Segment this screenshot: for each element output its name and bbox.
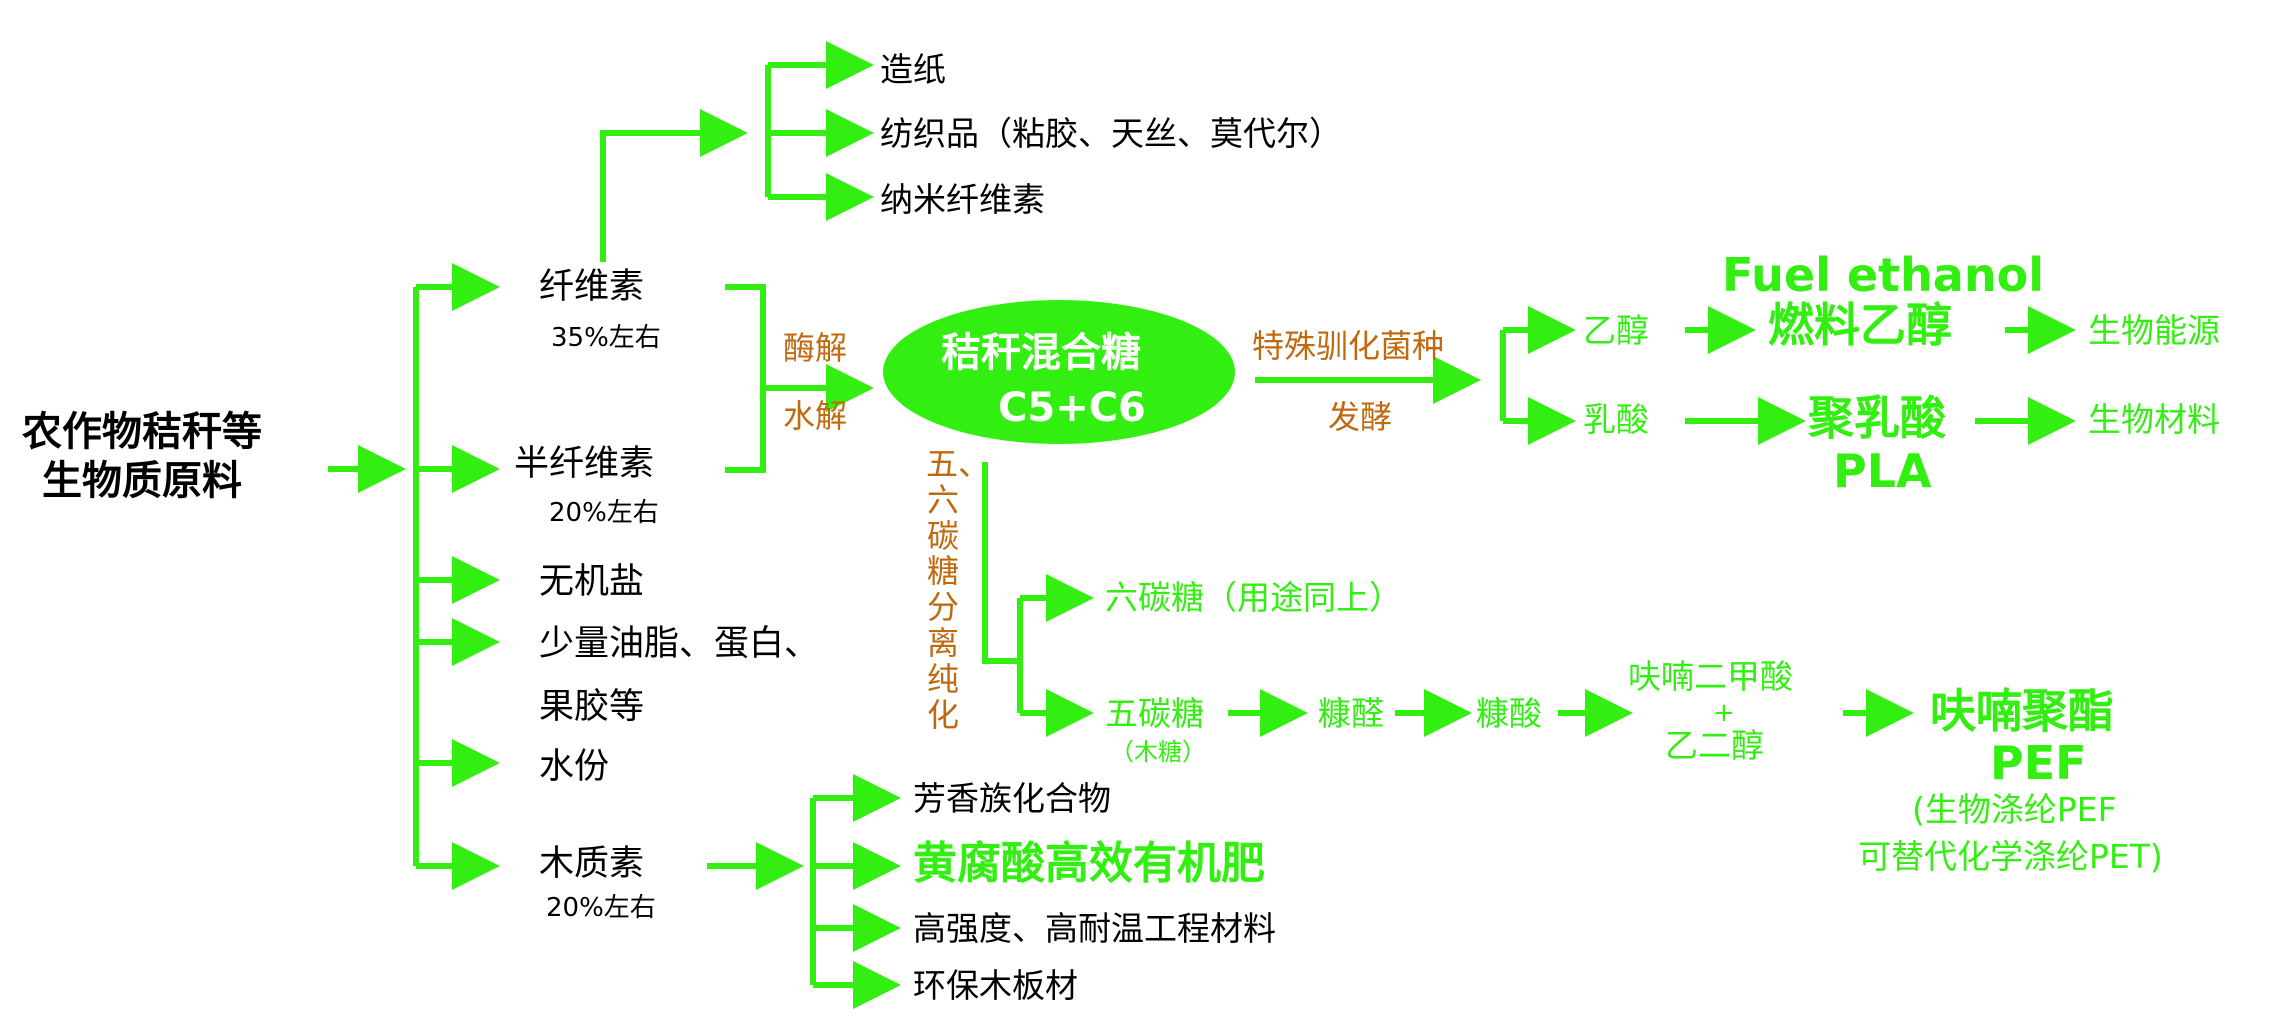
hexose-label: 六碳糖（用途同上） — [1105, 578, 1402, 617]
pla-cn: 聚乳酸 — [1808, 391, 1946, 445]
plus-sign: + — [1713, 698, 1735, 728]
fuel-ethanol-en: Fuel ethanol — [1722, 248, 2044, 302]
use-paper: 造纸 — [880, 50, 946, 89]
furfural-label: 糠醛 — [1318, 694, 1384, 733]
pentose-label: 五碳糖 — [1105, 694, 1204, 733]
pentose-note: （木糖） — [1110, 738, 1206, 766]
lignin-label: 木质素 — [539, 844, 645, 884]
fermentation-label: 发酵 — [1328, 398, 1393, 436]
source-material: 农作物秸秆等 生物质原料 — [22, 409, 262, 504]
use-eco-boards: 环保木板材 — [913, 966, 1078, 1005]
cellulose-label: 纤维素 — [539, 267, 645, 307]
pef-note-1: (生物涤纶PEF — [1912, 790, 2117, 829]
use-textiles: 纺织品（粘胶、天丝、莫代尔） — [880, 114, 1342, 153]
use-fulvic-fertilizer: 黄腐酸高效有机肥 — [913, 838, 1265, 889]
ethanol-label: 乙醇 — [1583, 311, 1649, 350]
use-engineering-materials: 高强度、高耐温工程材料 — [913, 909, 1276, 948]
water-label: 水份 — [539, 747, 610, 787]
mixed-sugar-node: 秸秆混合糖 C5+C6 — [883, 300, 1235, 444]
bioenergy-label: 生物能源 — [2088, 311, 2220, 350]
hemicellulose-label: 半纤维素 — [514, 444, 655, 484]
pef-cn: 呋喃聚酯 — [1930, 684, 2114, 738]
mixed-sugar-formula: C5+C6 — [998, 385, 1146, 431]
pef-note-2: 可替代化学涤纶PET) — [1858, 837, 2163, 876]
ethylene-glycol-label: 乙二醇 — [1665, 726, 1764, 765]
use-nanocellulose: 纳米纤维素 — [880, 180, 1045, 219]
use-aromatics: 芳香族化合物 — [913, 779, 1111, 818]
pef-en: PEF — [1990, 736, 2087, 790]
fuel-ethanol-cn: 燃料乙醇 — [1768, 298, 1952, 352]
lactic-acid-label: 乳酸 — [1583, 400, 1649, 439]
mixed-sugar-title: 秸秆混合糖 — [941, 330, 1141, 376]
cellulose-pct: 35%左右 — [551, 323, 661, 353]
salts-label: 无机盐 — [539, 562, 645, 602]
separation-label: 五、六碳糖分离纯化 — [926, 445, 991, 734]
hydrolysis-label: 水解 — [783, 397, 848, 435]
biomaterial-label: 生物材料 — [2088, 400, 2220, 439]
fermentation-strain-label: 特殊驯化菌种 — [1252, 327, 1445, 365]
fdca-label: 呋喃二甲酸 — [1628, 657, 1793, 696]
hemicellulose-pct: 20%左右 — [549, 498, 659, 528]
fats-label: 少量油脂、蛋白、 — [539, 624, 820, 664]
enzyme-hydrolysis-label: 酶解 — [783, 329, 848, 367]
pla-en: PLA — [1833, 444, 1932, 498]
lignin-pct: 20%左右 — [546, 893, 656, 923]
pectin-label: 果胶等 — [539, 687, 645, 727]
furoic-acid-label: 糠酸 — [1476, 694, 1542, 733]
